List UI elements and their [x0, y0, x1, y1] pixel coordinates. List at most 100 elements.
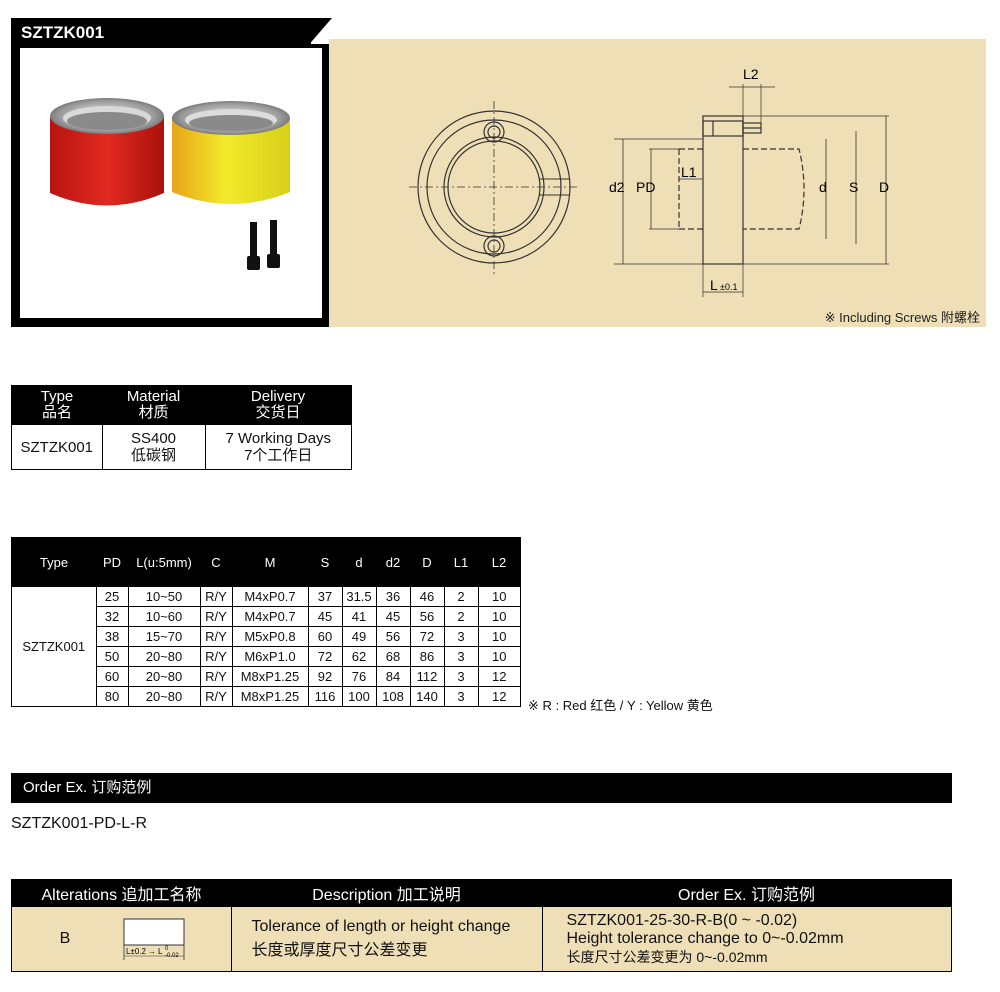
table-cell: 140: [409, 686, 445, 707]
table-cell: 50: [95, 646, 129, 667]
table-cell: 38: [95, 626, 129, 647]
label-l: L: [710, 277, 718, 293]
alterations-table: Alterations 追加工名称 Description 加工说明 Order…: [11, 879, 952, 972]
alt-desc-zh: 长度或厚度尺寸公差变更: [251, 942, 428, 959]
product-illustration: [50, 98, 290, 270]
table-cell: R/Y: [199, 646, 233, 667]
dims-header: S: [308, 537, 342, 587]
table-cell: 10: [477, 586, 521, 607]
table-cell: 41: [341, 606, 377, 627]
table-cell: 3: [443, 626, 479, 647]
yellow-ring: [172, 101, 290, 204]
label-pd: PD: [636, 179, 655, 195]
table-cell: 45: [307, 606, 343, 627]
label-l1: L1: [681, 164, 697, 180]
material-table: Type 品名 Material 材质 Delivery 交货日 SZTZK00…: [11, 385, 352, 470]
table-cell: 25: [95, 586, 129, 607]
table-cell: 46: [409, 586, 445, 607]
table-cell: 12: [477, 686, 521, 707]
table-cell: 15~70: [127, 626, 201, 647]
label-l2: L2: [743, 66, 759, 82]
order-example-bar: Order Ex. 订购范例: [11, 773, 952, 803]
label-d: d: [819, 179, 827, 195]
alt-order-line2: Height tolerance change to 0~-0.02mm: [566, 930, 844, 947]
label-s: S: [849, 179, 858, 195]
diagram-tol-upper: 0: [165, 946, 169, 952]
table-cell: 31.5: [341, 586, 377, 607]
cell-type: SZTZK001: [11, 586, 97, 707]
table-cell: 20~80: [127, 646, 201, 667]
diagram-right-label: L: [158, 947, 163, 956]
screws-note: ※ Including Screws 附螺栓: [824, 310, 980, 325]
front-view: [409, 101, 579, 274]
table-cell: 60: [307, 626, 343, 647]
table-cell: 32: [95, 606, 129, 627]
table-cell: 108: [375, 686, 411, 707]
table-cell: 36: [375, 586, 411, 607]
alt-code-cell: B L±0.2 → L 0 -0.02: [11, 906, 232, 972]
table-cell: M4xP0.7: [231, 586, 309, 607]
label-d2: d2: [609, 179, 625, 195]
diagram-tol-lower: -0.02: [165, 953, 179, 959]
table-cell: 45: [375, 606, 411, 627]
alt-desc-en: Tolerance of length or height change: [251, 918, 511, 935]
product-title-tab: SZTZK001: [11, 18, 311, 48]
color-note: ※ R : Red 红色 / Y : Yellow 黄色: [528, 698, 713, 713]
table-cell: 3: [443, 686, 479, 707]
dims-header: L(u:5mm): [128, 537, 200, 587]
dims-header: d2: [376, 537, 410, 587]
alt-order-line1: SZTZK001-25-30-R-B(0 ~ -0.02): [566, 912, 798, 929]
alteration-diagram: L±0.2 → L 0 -0.02: [123, 918, 185, 960]
alt-description-cell: Tolerance of length or height change 长度或…: [230, 906, 543, 972]
table-cell: 2: [443, 586, 479, 607]
table-cell: R/Y: [199, 686, 233, 707]
table-cell: 10~60: [127, 606, 201, 627]
header-delivery: Delivery 交货日: [205, 385, 352, 425]
dimensions-table: Type PD L(u:5mm) C M S d d2 D L1 L2 SZTZ…: [11, 537, 521, 707]
table-cell: 3: [443, 646, 479, 667]
dims-header: M: [232, 537, 308, 587]
alt-header-order: Order Ex. 订购范例: [542, 879, 952, 907]
table-cell: 86: [409, 646, 445, 667]
dims-header: D: [410, 537, 444, 587]
table-cell: M5xP0.8: [231, 626, 309, 647]
header-material: Material 材质: [102, 385, 205, 425]
table-cell: 116: [307, 686, 343, 707]
alt-header-alterations: Alterations 追加工名称: [11, 879, 231, 907]
table-cell: R/Y: [199, 666, 233, 687]
alt-header-description: Description 加工说明: [231, 879, 542, 907]
table-cell: 10~50: [127, 586, 201, 607]
table-cell: 72: [307, 646, 343, 667]
table-cell: 37: [307, 586, 343, 607]
table-cell: 112: [409, 666, 445, 687]
table-cell: 12: [477, 666, 521, 687]
side-view: [614, 84, 889, 297]
table-cell: 3: [443, 666, 479, 687]
table-cell: 80: [95, 686, 129, 707]
table-cell: 62: [341, 646, 377, 667]
header-type: Type 品名: [11, 385, 102, 425]
cell-delivery: 7 Working Days 7个工作日: [204, 424, 352, 470]
table-cell: 10: [477, 606, 521, 627]
table-cell: M4xP0.7: [231, 606, 309, 627]
cell-material: SS400 低碳钢: [101, 424, 206, 470]
product-photo: [20, 48, 322, 318]
table-cell: R/Y: [199, 606, 233, 627]
dims-header: d: [342, 537, 376, 587]
table-cell: 68: [375, 646, 411, 667]
red-ring: [50, 98, 164, 206]
diagram-left-label: L±0.2: [126, 947, 147, 956]
dims-header: L2: [478, 537, 521, 587]
technical-drawing-panel: d2 PD L1 d S D L2 L ±0.1: [329, 39, 986, 327]
table-cell: 56: [409, 606, 445, 627]
table-cell: R/Y: [199, 586, 233, 607]
table-cell: M8xP1.25: [231, 666, 309, 687]
table-cell: 2: [443, 606, 479, 627]
dims-header: L1: [444, 537, 478, 587]
table-cell: 72: [409, 626, 445, 647]
